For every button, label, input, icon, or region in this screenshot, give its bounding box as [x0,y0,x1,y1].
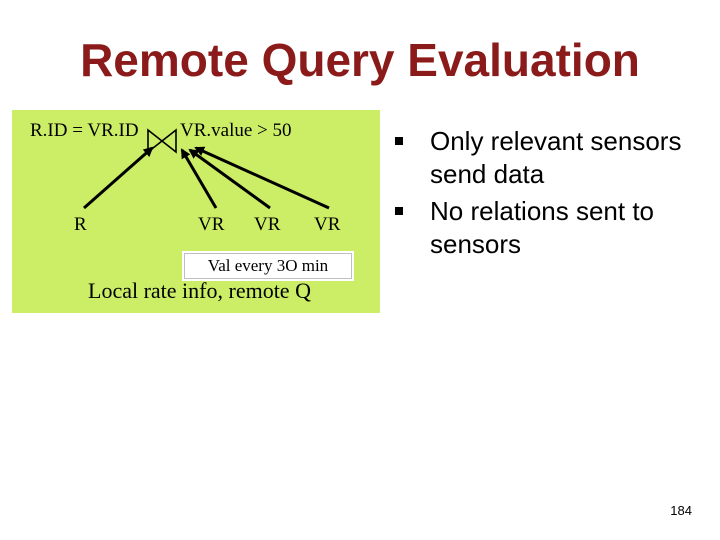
bullet-item: Only relevant sensors send data [390,125,710,191]
arrow-vr1-to-select [180,148,218,209]
bullet-square-icon [395,207,403,215]
bullet-item: No relations sent to sensors [390,195,710,261]
arrow-vr3-to-select [194,146,330,210]
arrow-vr2-to-select [188,148,271,210]
rate-info-box: Val every 3O min [182,251,354,281]
query-plan-diagram: R.ID = VR.ID VR.value > 50 R VR VR VR Va… [12,110,380,313]
selection-condition-label: VR.value > 50 [180,120,292,141]
diagram-caption: Local rate info, remote Q [88,278,311,303]
join-condition-label: R.ID = VR.ID [30,120,139,141]
arrow-r-to-join [83,146,154,210]
rate-info-label: Val every 3O min [207,256,329,275]
page-number: 184 [670,503,692,518]
leaf-vr-label-2: VR [254,214,281,235]
leaf-vr-label-3: VR [314,214,341,235]
bullet-square-icon [395,137,403,145]
query-plan-arrows [83,128,330,210]
leaf-r-label: R [74,214,87,235]
leaf-vr-label-1: VR [198,214,225,235]
join-operator-icon [147,128,177,154]
slide-title: Remote Query Evaluation [80,34,640,86]
bullet-text: Only relevant sensors send data [430,126,682,189]
bullet-list: Only relevant sensors send data No relat… [390,125,710,265]
bullet-text: No relations sent to sensors [430,196,655,259]
